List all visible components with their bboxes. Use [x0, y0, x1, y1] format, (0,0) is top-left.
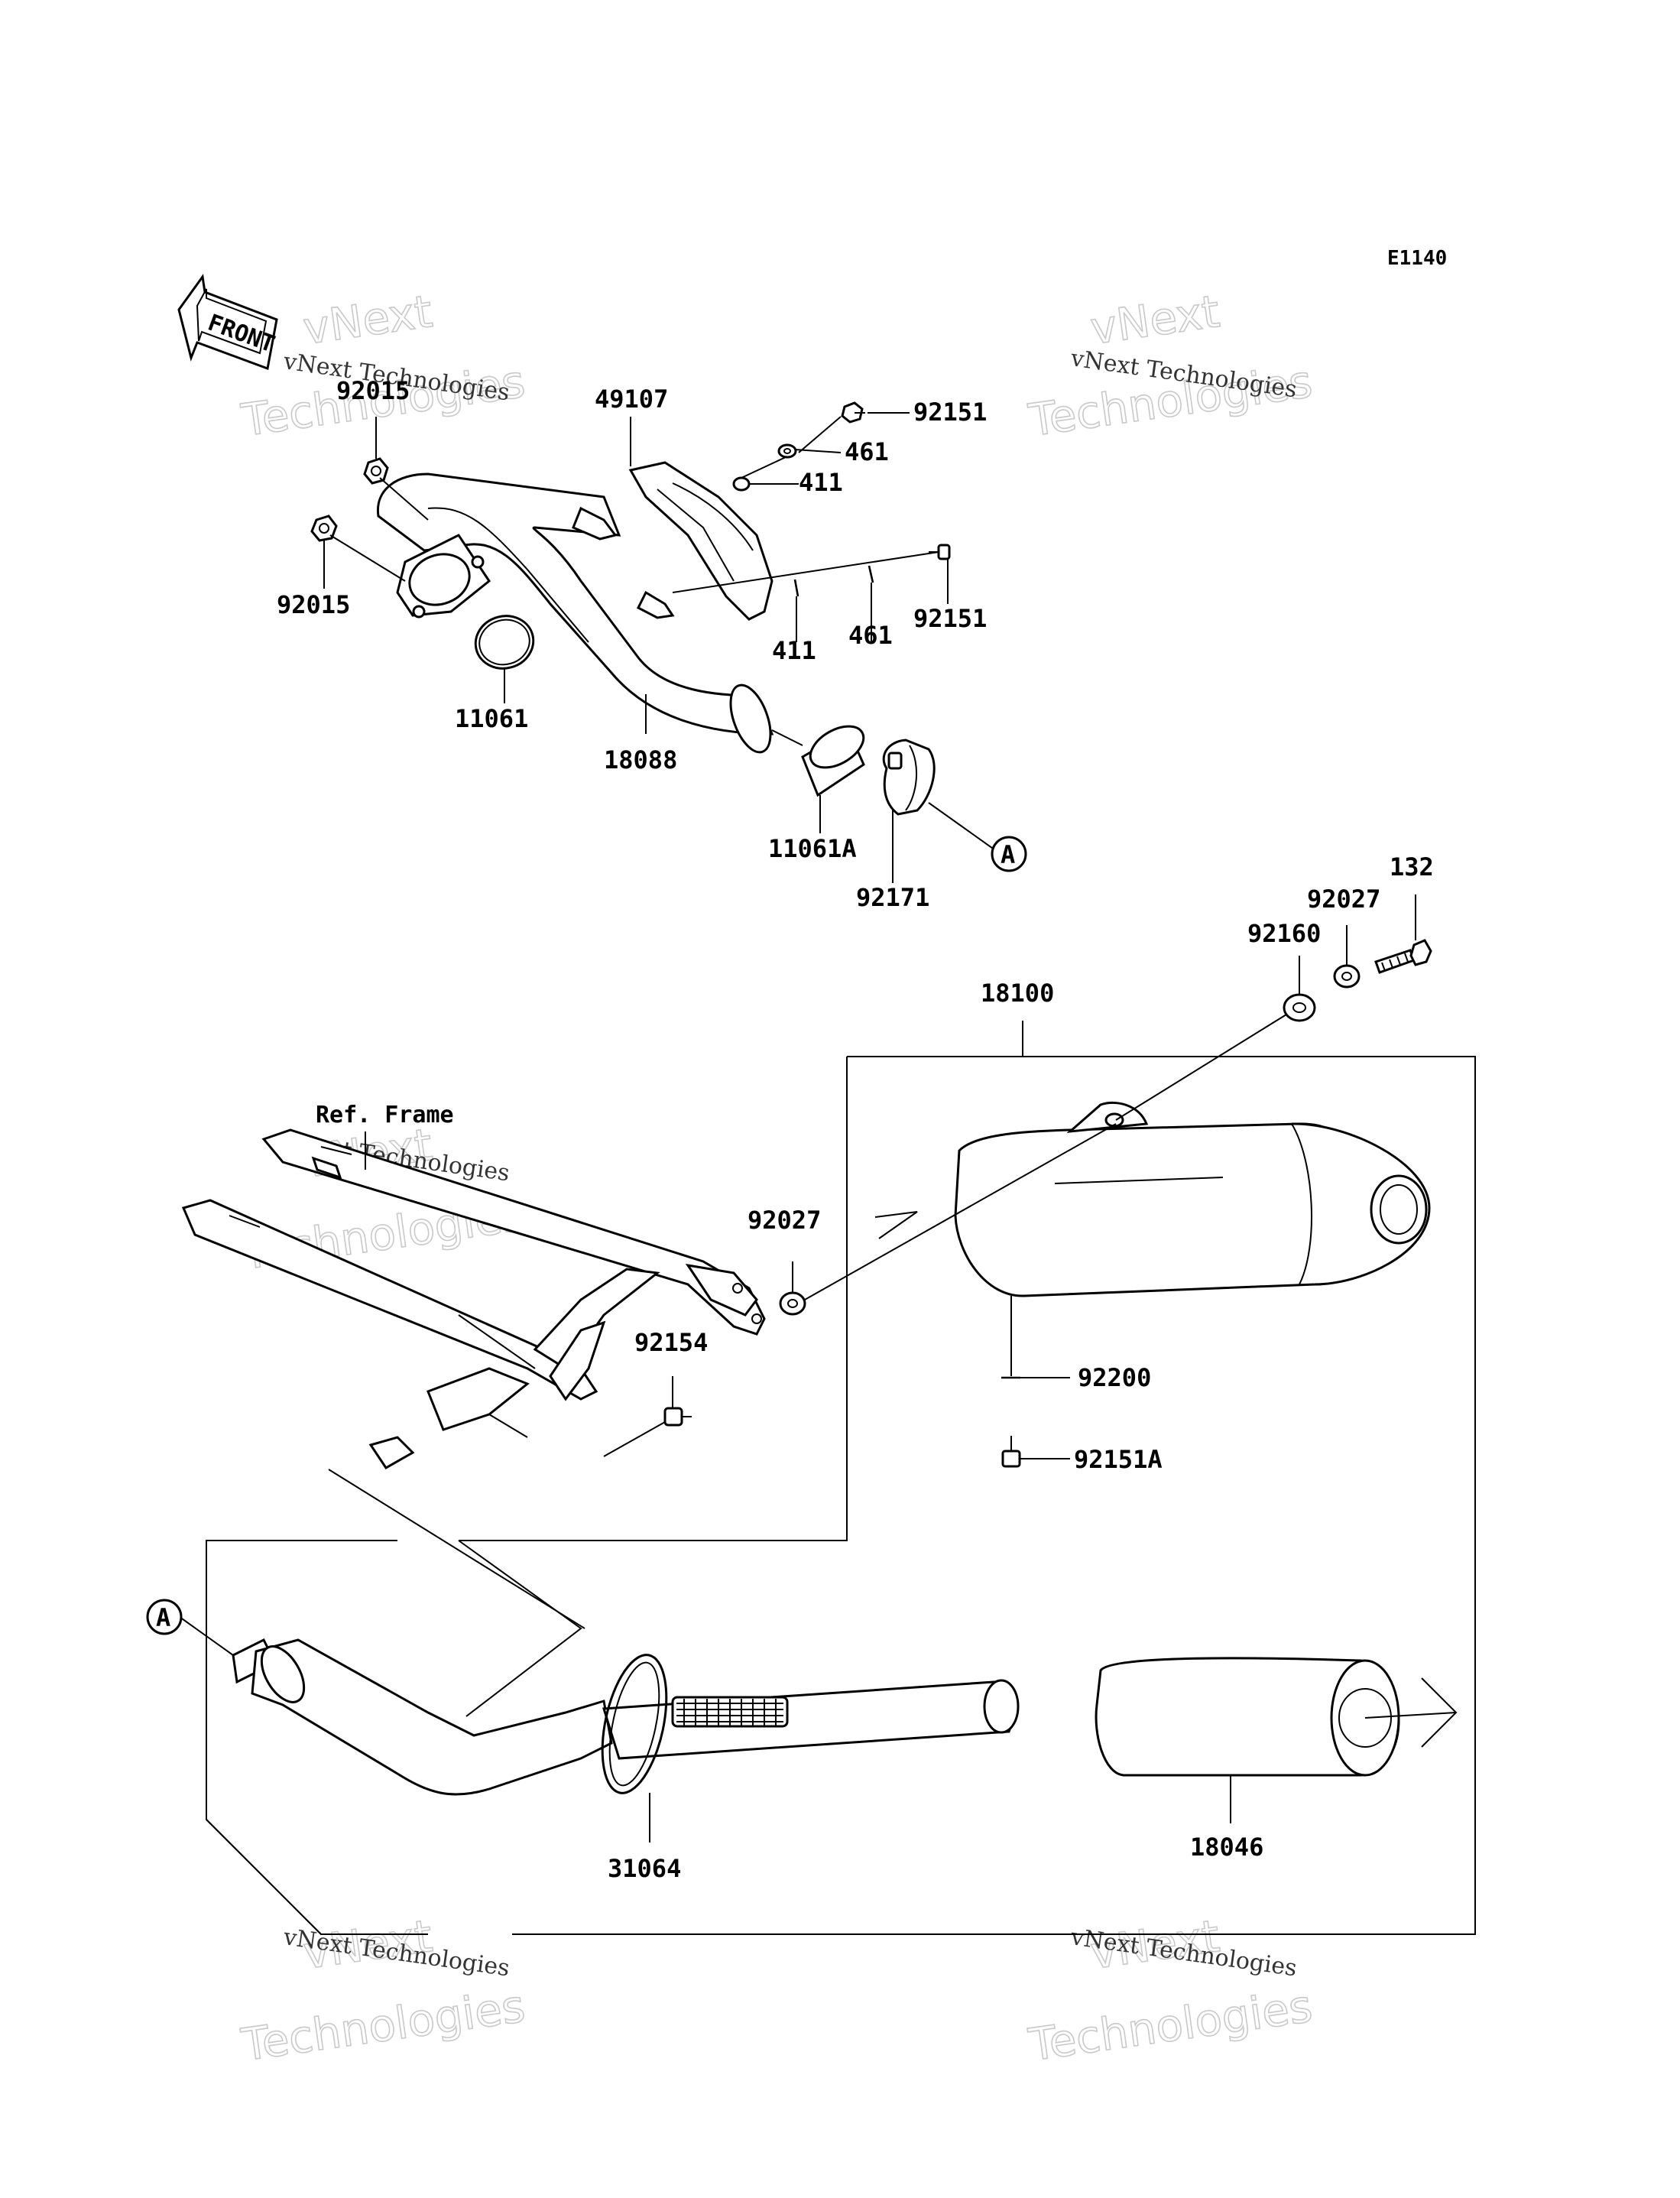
- washer-461-top: [777, 443, 797, 459]
- part-label-132: 132: [1390, 852, 1434, 881]
- rear-frame-reference: [181, 1128, 766, 1469]
- callout-a-label: A: [1001, 840, 1015, 869]
- nut-92015-left: [310, 515, 338, 542]
- sleeve-11061A: [801, 725, 865, 797]
- bolt-92151-top: [841, 401, 865, 424]
- callout-a-label: A: [156, 1603, 170, 1632]
- part-label-92015-top: 92015: [336, 376, 410, 405]
- front-arrow-icon: FRONT: [177, 274, 278, 371]
- bolt-92151-mid: [929, 544, 951, 560]
- bolt-92154: [663, 1407, 692, 1427]
- callout-a-lower: A: [146, 1599, 183, 1635]
- part-label-92154: 92154: [634, 1328, 708, 1357]
- part-label-92027-mid: 92027: [748, 1206, 821, 1235]
- part-label-461-top: 461: [845, 437, 889, 466]
- watermark-top-left: vNext Technologies vNext Technologies: [238, 284, 529, 447]
- part-label-411-bottom: 411: [772, 636, 816, 665]
- ref-frame-label: Ref. Frame: [316, 1102, 454, 1128]
- bolt-132: [1374, 939, 1432, 974]
- part-label-92151-top: 92151: [913, 398, 987, 427]
- watermark-big-vnext: vNext: [300, 285, 435, 355]
- part-label-92027-top: 92027: [1307, 885, 1380, 914]
- leader-lines: [179, 412, 1458, 1935]
- part-label-18046: 18046: [1190, 1833, 1263, 1862]
- bolt-92151A: [1001, 1436, 1021, 1468]
- header-pipe-18088: [376, 472, 774, 754]
- collar-92027-mid: [779, 1291, 806, 1316]
- silencer-18046: [1095, 1657, 1400, 1777]
- part-label-92160: 92160: [1247, 919, 1321, 948]
- watermark-big-technologies: Technologies: [238, 1980, 527, 2071]
- part-label-31064: 31064: [608, 1854, 681, 1883]
- callout-a-upper: A: [991, 836, 1027, 872]
- part-label-49107: 49107: [595, 385, 668, 414]
- part-label-92151A: 92151A: [1074, 1445, 1163, 1474]
- collar-411-bottom: [793, 579, 799, 597]
- watermark-big-technologies: Technologies: [1025, 1980, 1315, 2071]
- part-label-92200: 92200: [1078, 1363, 1151, 1392]
- part-label-411-top: 411: [799, 468, 843, 497]
- baffle-ring: [601, 1654, 668, 1794]
- muffler-18100: [954, 1101, 1431, 1297]
- part-label-11061A: 11061A: [768, 834, 857, 863]
- part-label-18088: 18088: [604, 745, 677, 774]
- watermark-big-vnext: vNext: [1087, 285, 1222, 355]
- part-label-11061: 11061: [455, 704, 528, 733]
- grommet-92160: [1283, 993, 1316, 1022]
- part-label-92171: 92171: [856, 883, 929, 912]
- heat-guard-49107: [572, 461, 774, 621]
- perforated-section: [671, 1696, 789, 1728]
- nut-92015-top: [363, 457, 389, 485]
- clamp-92171: [882, 739, 936, 816]
- part-label-92015-left: 92015: [277, 590, 350, 619]
- part-label-461-bottom: 461: [848, 621, 893, 650]
- watermark-top-right: vNext Technologies vNext Technologies: [1025, 284, 1316, 447]
- part-label-92151-mid: 92151: [913, 604, 987, 633]
- gasket-11061: [474, 615, 535, 670]
- diagram-code: E1140: [1387, 247, 1447, 270]
- exhaust-pipe-31064: [232, 1638, 1020, 1796]
- part-label-18100: 18100: [981, 979, 1054, 1008]
- exhaust-flange: [396, 534, 491, 618]
- washer-461-bottom: [868, 565, 874, 583]
- collar-411-top: [732, 476, 751, 492]
- collar-92027-top: [1333, 964, 1361, 989]
